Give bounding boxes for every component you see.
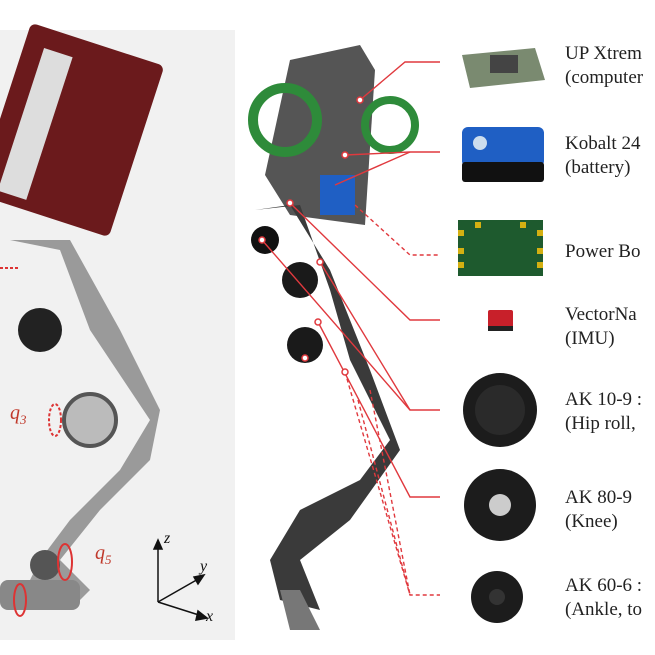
leader-lines	[261, 61, 440, 596]
imu-image	[488, 310, 513, 328]
label-ak60-6: AK 60-6 :(Ankle, to	[565, 575, 643, 620]
joint-label-q5: q5	[95, 542, 112, 567]
label-ak10-9: AK 10-9 :(Hip roll,	[565, 389, 643, 434]
axis-label-x: x	[206, 608, 214, 625]
axis-label-y: y	[200, 558, 208, 575]
label-battery: Kobalt 24(battery)	[565, 133, 641, 178]
right-robot-render	[248, 45, 419, 630]
label-power-board: Power Bo	[565, 241, 641, 262]
left-robot-photo	[0, 24, 235, 640]
label-computer: UP Xtrem(computer	[565, 43, 644, 88]
axis-label-z: z	[164, 530, 171, 547]
component-images	[458, 48, 545, 623]
power-board-image	[458, 220, 543, 276]
label-ak80-9: AK 80-9(Knee)	[565, 487, 633, 532]
coordinate-axes	[152, 538, 209, 621]
label-imu: VectorNa(IMU)	[565, 304, 637, 349]
joint-markers	[258, 96, 364, 376]
joint-label-q3: q3	[10, 402, 27, 427]
